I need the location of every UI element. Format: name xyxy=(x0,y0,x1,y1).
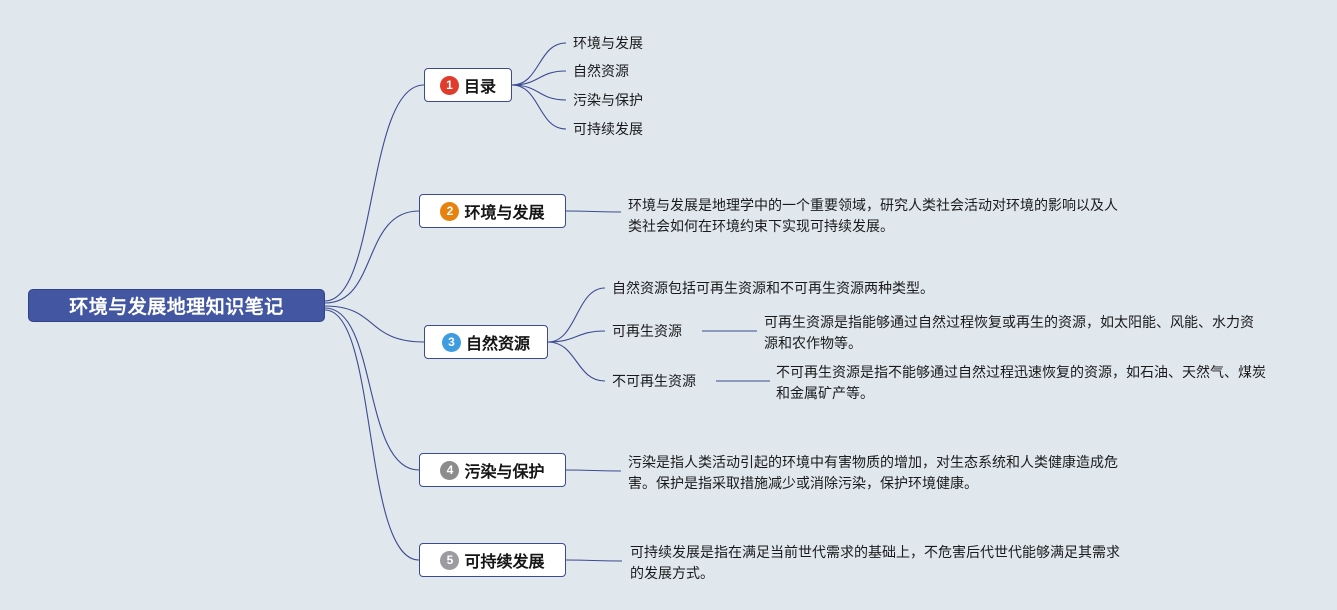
edge-root-catalog xyxy=(324,84,425,302)
edge-root-resources xyxy=(324,305,425,343)
branch-number-badge: 1 xyxy=(439,75,459,95)
edge-root-env-dev xyxy=(324,210,420,304)
leaf-item[interactable]: 污染与保护 xyxy=(573,92,643,108)
edge-catalog-4 xyxy=(511,84,567,130)
leaf-item[interactable]: 可再生资源 xyxy=(612,323,682,339)
leaf-item[interactable]: 环境与发展 xyxy=(573,35,643,51)
edge-pollution-note xyxy=(565,469,622,472)
edge-catalog-3 xyxy=(511,84,567,101)
branch-node-env-dev[interactable]: 2 环境与发展 xyxy=(419,194,566,228)
branch-number-badge: 5 xyxy=(440,550,460,570)
branch-label: 可持续发展 xyxy=(464,554,545,571)
branch-label: 污染与保护 xyxy=(464,464,545,481)
edge-resources-renewable xyxy=(547,330,606,343)
branch-node-sustain[interactable]: 5 可持续发展 xyxy=(419,543,566,577)
branch-number-badge: 2 xyxy=(440,201,460,221)
branch-number-badge: 3 xyxy=(441,332,461,352)
branch-label: 自然资源 xyxy=(465,336,530,353)
edge-env-dev-note xyxy=(565,210,622,213)
edge-resources-intro xyxy=(547,287,606,343)
leaf-item[interactable]: 可持续发展 xyxy=(573,121,643,137)
note-text[interactable]: 可持续发展是指在满足当前世代需求的基础上，不危害后代世代能够满足其需求的发展方式… xyxy=(630,544,1120,581)
branch-node-pollution[interactable]: 4 污染与保护 xyxy=(419,453,566,487)
note-text[interactable]: 污染是指人类活动引起的环境中有害物质的增加，对生态系统和人类健康造成危害。保护是… xyxy=(628,454,1118,491)
edge-root-pollution xyxy=(324,307,420,471)
leaf-item[interactable]: 不可再生资源 xyxy=(612,373,696,389)
leaf-item[interactable]: 自然资源 xyxy=(573,63,629,79)
branch-number-badge: 4 xyxy=(440,460,460,480)
note-text[interactable]: 不可再生资源是指不能够通过自然过程迅速恢复的资源，如石油、天然气、煤炭和金属矿产… xyxy=(776,364,1266,401)
edge-catalog-1 xyxy=(511,42,567,86)
note-text[interactable]: 可再生资源是指能够通过自然过程恢复或再生的资源，如太阳能、风能、水力资源和农作物… xyxy=(764,314,1254,351)
root-node[interactable]: 环境与发展地理知识笔记 xyxy=(28,289,325,322)
edge-sustain-note xyxy=(565,559,623,562)
branch-node-catalog[interactable]: 1 目录 xyxy=(424,68,512,102)
branch-label: 目录 xyxy=(463,79,496,96)
edge-resources-nonrenewable xyxy=(547,341,606,382)
edge-catalog-2 xyxy=(511,70,567,86)
leaf-item[interactable]: 自然资源包括可再生资源和不可再生资源两种类型。 xyxy=(612,280,934,296)
edge-root-sustain xyxy=(324,309,420,561)
branch-label: 环境与发展 xyxy=(464,205,545,222)
branch-node-resources[interactable]: 3 自然资源 xyxy=(424,325,548,359)
note-text[interactable]: 环境与发展是地理学中的一个重要领域，研究人类社会活动对环境的影响以及人类社会如何… xyxy=(628,197,1118,234)
